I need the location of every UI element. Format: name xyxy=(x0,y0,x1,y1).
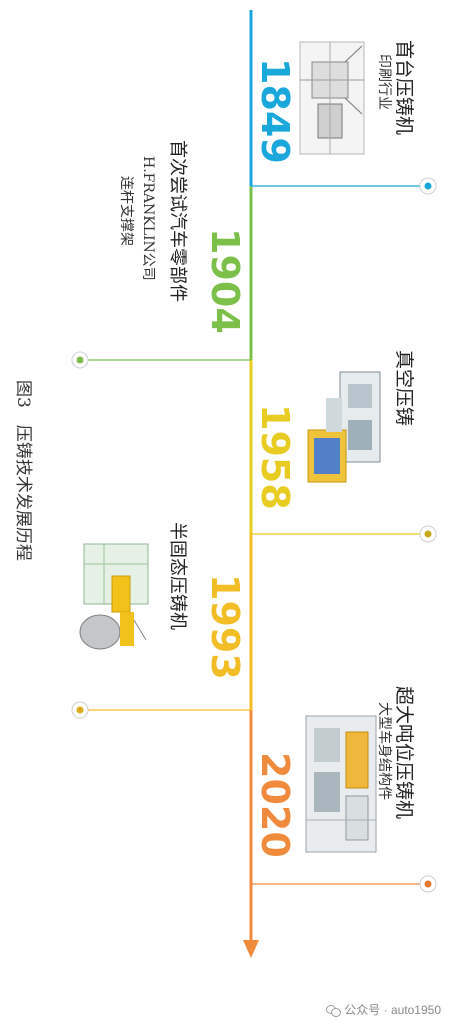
dot-1958 xyxy=(419,525,437,543)
watermark-text: 公众号 · auto1950 xyxy=(344,1003,441,1017)
vacuum-diecast-machine-illustration xyxy=(307,371,381,483)
title-1849: 首台压铸机 xyxy=(393,40,415,135)
year-1958: 1958 xyxy=(253,404,297,510)
title-2020: 超大吨位压铸机 xyxy=(393,686,415,819)
semisolid-diecast-machine-illustration xyxy=(79,543,149,650)
subtitle-1849: 印刷行业 xyxy=(376,54,392,110)
subtitle-1904: H.FRANKLIN公司 xyxy=(140,156,156,281)
dot-1993 xyxy=(71,701,89,719)
title-1958: 真空压铸 xyxy=(393,350,415,426)
year-2020: 2020 xyxy=(253,752,297,858)
year-1904: 1904 xyxy=(203,228,247,334)
title-1904: 首次尝试汽车零部件 xyxy=(167,140,188,302)
year-1849: 1849 xyxy=(253,58,297,164)
note-1904: 连杆支撑架 xyxy=(118,176,134,246)
figure-caption: 图3 压铸技术发展历程 xyxy=(13,380,33,561)
wechat-icon xyxy=(326,1004,342,1017)
printing-diecast-machine-illustration xyxy=(299,41,365,155)
dot-2020 xyxy=(419,875,437,893)
title-1993: 半固态压铸机 xyxy=(167,522,188,630)
subtitle-2020: 大型车身结构件 xyxy=(376,702,393,800)
watermark: 公众号 · auto1950 xyxy=(326,1001,441,1018)
dot-1849 xyxy=(419,177,437,195)
year-1993: 1993 xyxy=(203,574,247,680)
dot-1904 xyxy=(71,351,89,369)
axis-arrowhead xyxy=(243,940,259,958)
giga-press-illustration xyxy=(305,715,377,853)
